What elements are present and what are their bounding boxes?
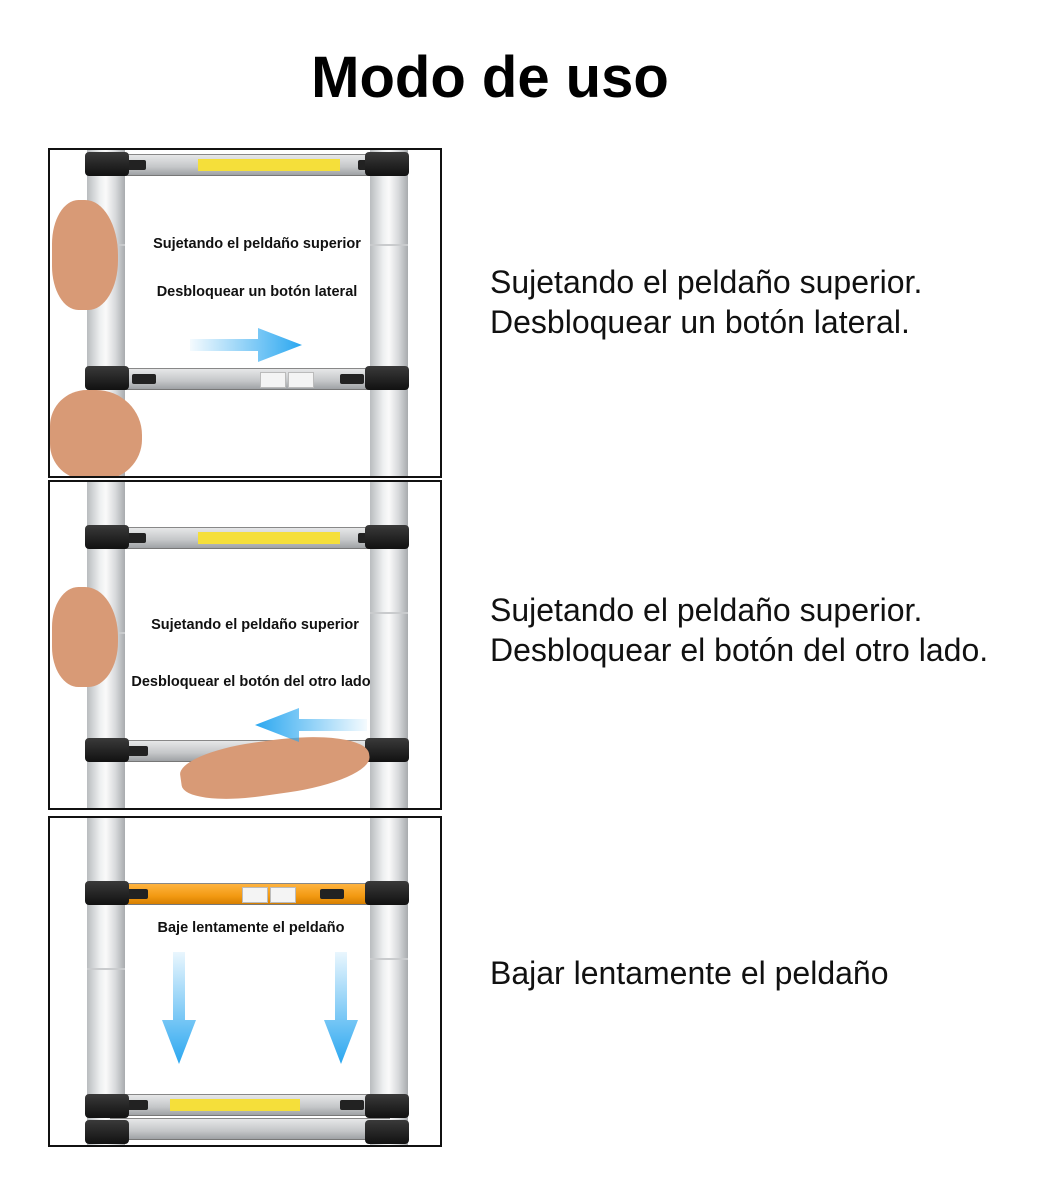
rung-cap [365, 1094, 409, 1118]
caption-line: Desbloquear el botón del otro lado. [490, 632, 989, 668]
ladder-rung-top [110, 527, 390, 549]
caption-line: Bajar lentamente el peldaño [490, 955, 889, 991]
rung-cap [85, 881, 129, 905]
step-1-image: Sujetando el peldaño superior Desbloquea… [48, 148, 442, 478]
overlay-text: Sujetando el peldaño superior [151, 617, 359, 633]
rung-cap [365, 881, 409, 905]
ladder-rung-top [110, 154, 390, 176]
rung-cap [365, 366, 409, 390]
rung-cap [85, 152, 129, 176]
step-3-caption: Bajar lentamente el peldaño [490, 953, 889, 993]
step-1-caption: Sujetando el peldaño superior. Desbloque… [490, 262, 922, 342]
caption-line: Sujetando el peldaño superior. [490, 592, 923, 628]
rung-cap [365, 525, 409, 549]
step-3-image: Baje lentamente el peldaño [48, 816, 442, 1147]
hand [52, 587, 118, 687]
rung-cap [85, 525, 129, 549]
caption-line: Desbloquear un botón lateral. [490, 304, 910, 340]
hand [50, 390, 142, 476]
ladder-pole-left [87, 818, 125, 1145]
overlay-text: Desbloquear el botón del otro lado [131, 674, 371, 690]
ladder-rung-bottom [110, 1118, 390, 1140]
rung-cap [85, 1120, 129, 1144]
ladder-rung-bottom [110, 1094, 390, 1116]
hand [52, 200, 118, 310]
ladder-pole-right [370, 150, 408, 476]
step-2-image: Sujetando el peldaño superior Desbloquea… [48, 480, 442, 810]
arrow-down-icon [162, 952, 196, 1064]
rung-cap [85, 1094, 129, 1118]
arrow-right-icon [190, 328, 302, 362]
overlay-text: Desbloquear un botón lateral [156, 284, 358, 300]
rung-cap [85, 738, 129, 762]
warning-label [170, 1099, 300, 1111]
rung-cap [365, 738, 409, 762]
page-title: Modo de uso [311, 45, 669, 110]
ladder-rung-bottom [110, 368, 390, 390]
rung-cap [365, 152, 409, 176]
warning-label [198, 532, 340, 544]
rung-cap [365, 1120, 409, 1144]
ladder-rung-orange [110, 883, 390, 905]
arrow-down-icon [324, 952, 358, 1064]
ladder-pole-right [370, 818, 408, 1145]
overlay-text: Sujetando el peldaño superior [153, 236, 361, 252]
warning-label [198, 159, 340, 171]
overlay-text: Baje lentamente el peldaño [157, 920, 345, 936]
rung-cap [85, 366, 129, 390]
caption-line: Sujetando el peldaño superior. [490, 264, 923, 300]
step-2-caption: Sujetando el peldaño superior. Desbloque… [490, 590, 988, 670]
arrow-left-icon [255, 708, 367, 742]
